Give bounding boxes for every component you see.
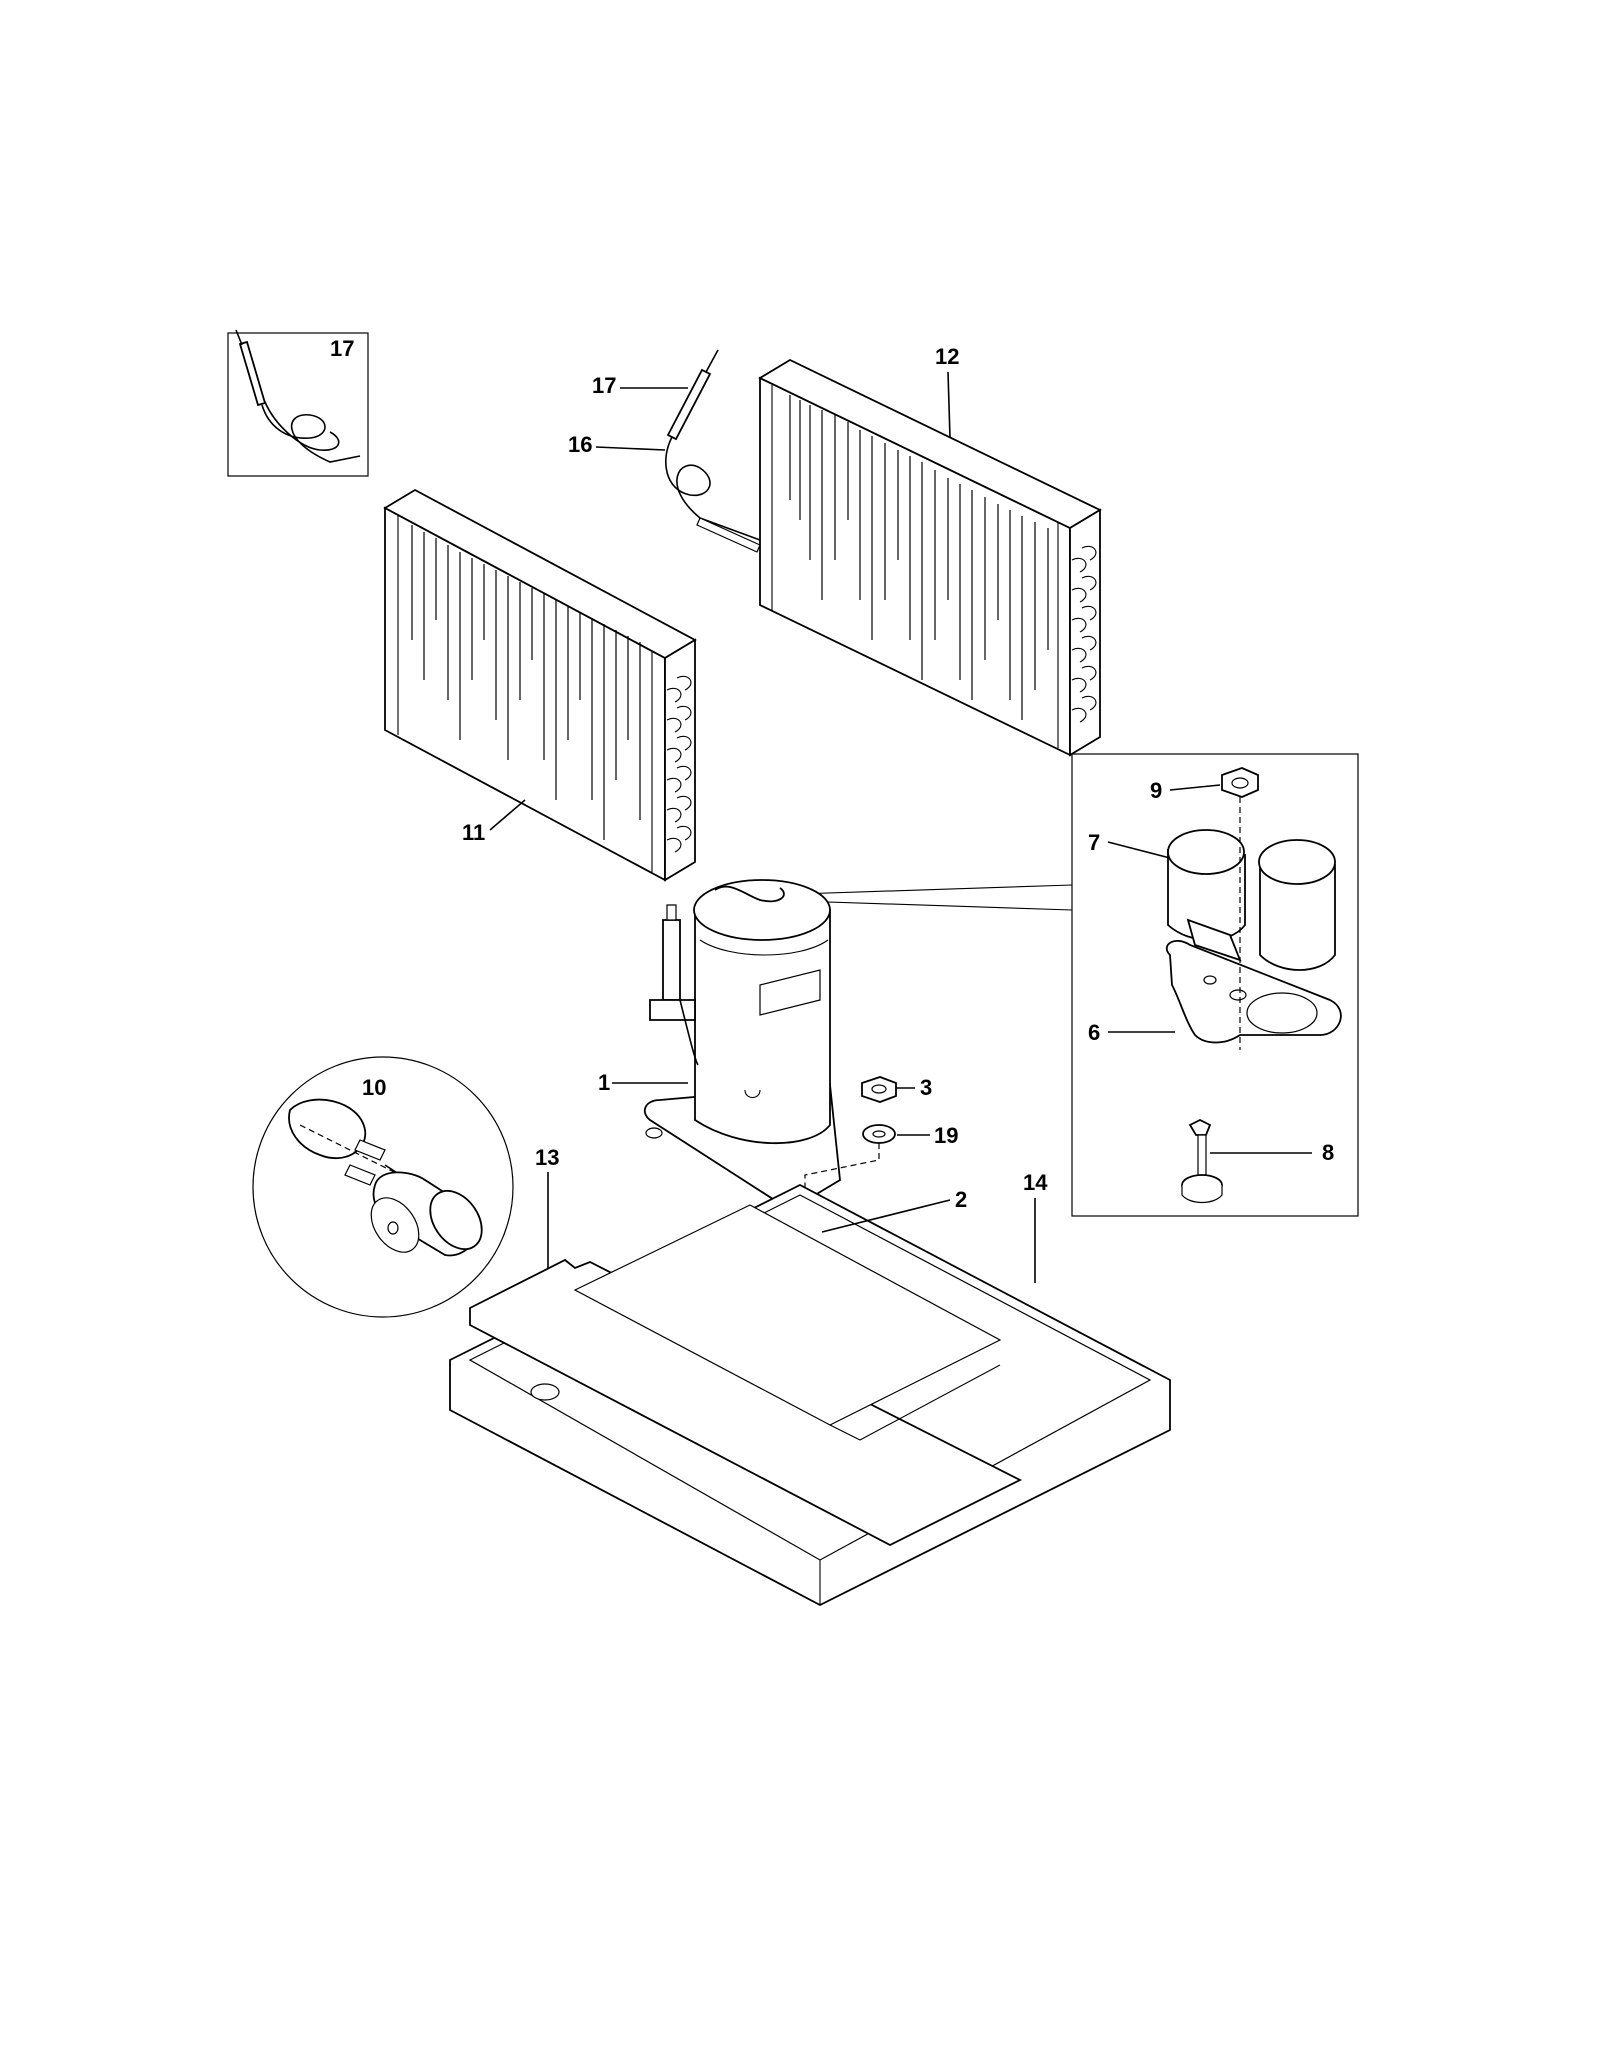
nut-9 [1221, 767, 1259, 798]
drain-tray-13 [469, 1204, 1023, 1547]
callout-11: 11 [462, 820, 485, 845]
clamp-drawing [288, 1098, 401, 1186]
callouts-main: 17 16 12 11 1 3 19 2 13 14 10 [362, 344, 1048, 1283]
coil-12-fins [789, 395, 1049, 720]
coil-11-return-bends [666, 675, 692, 853]
compressor-nut-3 [861, 1076, 897, 1103]
detail-circle-10 [252, 1056, 514, 1318]
bushing-drawing [370, 1171, 483, 1257]
compressor-1 [643, 879, 841, 1212]
callout-17-inset: 17 [330, 336, 354, 361]
callout-9: 9 [1150, 778, 1162, 803]
condenser-coil-12 [758, 358, 1102, 757]
coil-12-return-bends [1071, 545, 1097, 723]
coil-11-fins [411, 525, 641, 840]
callout-3: 3 [920, 1075, 932, 1100]
callout-12: 12 [935, 344, 959, 369]
cover-7 [1167, 829, 1336, 971]
capillary-tube-drawing [235, 329, 361, 463]
callout-13: 13 [535, 1145, 559, 1170]
callout-19: 19 [934, 1123, 958, 1148]
callout-10: 10 [362, 1075, 386, 1100]
callout-6: 6 [1088, 1020, 1100, 1045]
callout-8: 8 [1322, 1140, 1334, 1165]
grommet-pin-8 [1181, 1118, 1223, 1204]
callout-14: 14 [1023, 1170, 1048, 1195]
evaporator-coil-11 [383, 488, 697, 882]
callout-17-main: 17 [592, 373, 616, 398]
callout-7: 7 [1088, 830, 1100, 855]
callout-16: 16 [568, 432, 592, 457]
bracket-6 [1165, 940, 1342, 1044]
capillary-tube-16-17 [665, 349, 761, 553]
callout-1: 1 [598, 1070, 610, 1095]
washer-19 [862, 1124, 896, 1144]
detail-box-mount-parts: 9 7 6 8 [767, 753, 1359, 1217]
callout-2: 2 [955, 1187, 967, 1212]
inset-box-capillary-tube: 17 [227, 329, 369, 477]
